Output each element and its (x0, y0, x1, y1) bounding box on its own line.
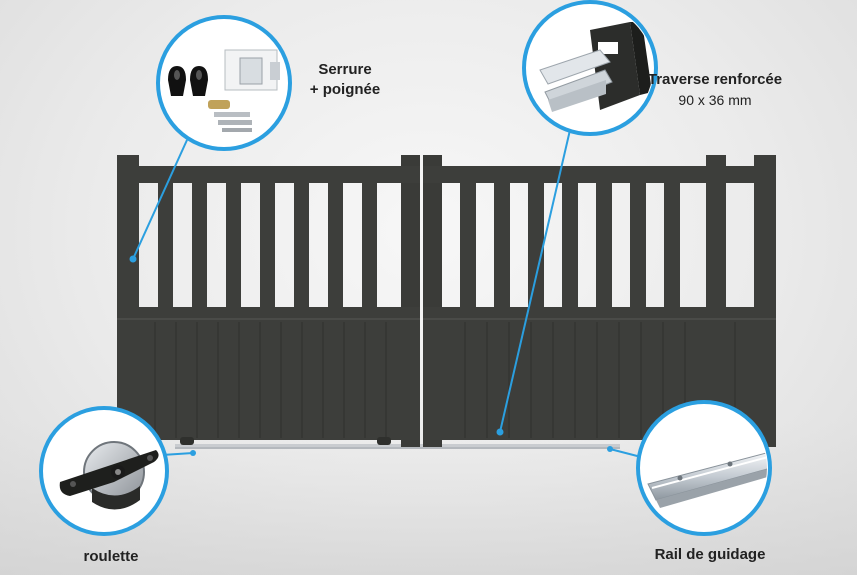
gate (117, 155, 776, 447)
rail-dimensions: 90 x 36 mm (678, 92, 752, 108)
rail-label: Traverse renforcée 90 x 36 mm (585, 70, 845, 110)
top-rail-right (423, 166, 776, 183)
lock-label: Serrure + poignée (290, 60, 400, 100)
ground-rail (175, 444, 620, 449)
rail-callout (522, 0, 658, 136)
lock-title: Serrure (318, 61, 372, 78)
lock-and-handle-icon (168, 49, 280, 132)
guide-rail-icon (647, 451, 767, 508)
rail-title: Traverse renforcée (647, 71, 783, 88)
wheel-icon (59, 441, 159, 510)
pickets-left (158, 183, 377, 307)
top-rail-left (117, 166, 420, 183)
guide-callout (636, 400, 772, 536)
pickets-right (460, 183, 680, 307)
wheel-callout (39, 406, 169, 536)
wheel-title: roulette (83, 548, 139, 565)
guide-rail-title: Rail de guidage (654, 546, 766, 563)
guide-rail-label: Rail de guidage (620, 545, 800, 565)
wheel-label: roulette (56, 547, 166, 567)
reinforced-rail-icon (539, 22, 652, 112)
lower-panel-left (117, 307, 420, 440)
lock-subtitle: + poignée (309, 81, 381, 98)
lock-callout (156, 15, 292, 151)
